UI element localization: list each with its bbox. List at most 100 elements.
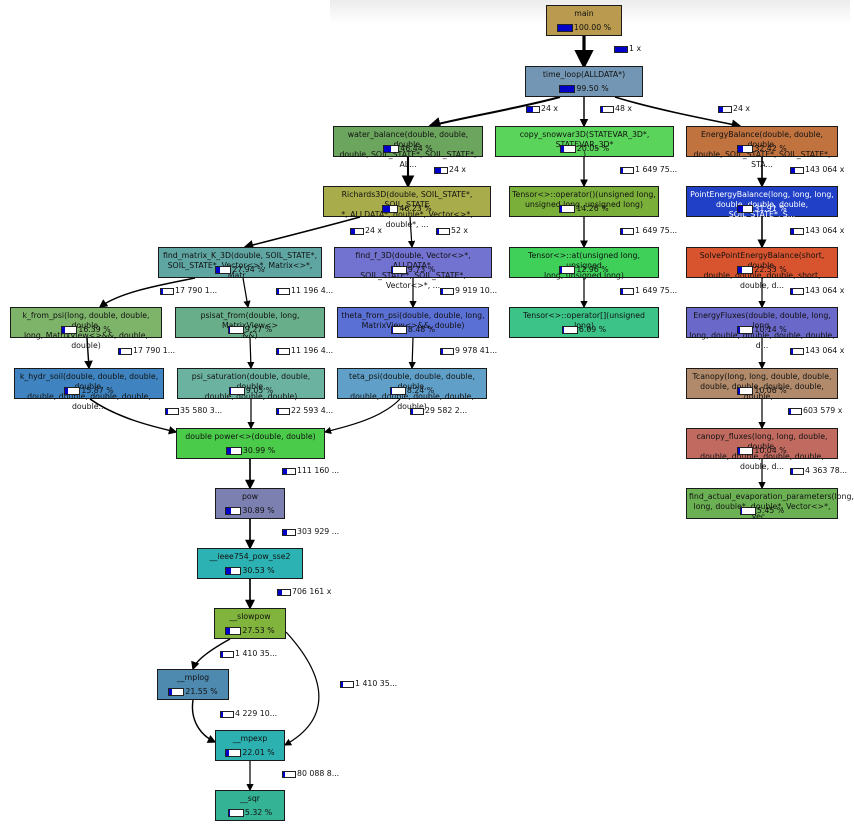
node-tensorat[interactable]: Tensor<>::at(unsigned long, unsigned lon… [509,247,659,280]
node-find-f-3d[interactable]: find_f_3D(double, Vector<>*, ALLDATA*, S… [334,247,492,290]
edge-call-count-text: 1 410 35... [235,649,278,658]
edge-call-count-text: 603 579 x [803,406,843,415]
node-inclusive-cost: 5.45 % [687,506,837,516]
edge-ratio-bar [220,710,234,718]
edge-call-count-text: 1 649 75... [635,165,678,174]
node-cost-bar [556,24,573,32]
node-inclusive-cost: 22.01 % [216,748,284,758]
node-cost-bar [390,266,407,274]
edge-ratio-bar [277,588,291,596]
node-pointenergybalance[interactable]: PointEnergyBalance(long, long, long, dou… [686,186,838,219]
node-solvepointenergybalance[interactable]: SolvePointEnergyBalance(short, double, d… [686,247,838,290]
node-canopy-fluxes[interactable]: canopy_fluxes(long, long, double, double… [686,428,838,471]
node-cost-bar [168,688,185,696]
node-inclusive-cost: 8.24 % [338,386,486,396]
edge-call-count: 706 161 x [277,587,331,597]
node-k-from-psi[interactable]: k_from_psi(long, double, double, double,… [10,307,162,350]
node-theta-from-psi[interactable]: theta_from_psi(double, double, long, Mat… [337,307,489,338]
node-cost-percent: 5.45 % [756,506,785,515]
node-inclusive-cost: 10.14 % [687,325,837,335]
node-cost-bar [559,266,576,274]
edge-k_hydr_soil-to-double_power [89,398,178,435]
node-richards3d[interactable]: Richards3D(double, SOIL_STATE*, SOIL_STA… [323,186,491,229]
node-cost-percent: 9.05 % [245,386,274,395]
edge-call-count: 24 x [718,104,750,114]
node-cost-percent: 22.01 % [242,748,275,757]
node-energyfluxes[interactable]: EnergyFluxes(double, double, long, long,… [686,307,838,350]
node-cost-bar [215,266,232,274]
edge-ratio-bar [620,166,634,174]
node-cost-percent: 32.42 % [754,144,787,153]
edge-ratio-bar [118,347,132,355]
node-teta-psi[interactable]: teta_psi(double, double, double, double,… [337,368,487,411]
node-copy-snowvar3d[interactable]: copy_snowvar3D(STATEVAR_3D*, STATEVAR_3D… [495,126,674,159]
node-inclusive-cost: 10.06 % [687,386,837,396]
node-cost-bar [739,507,756,515]
node-function-name: theta_from_psi(double, double, long, Mat… [341,311,485,330]
node-time-loop[interactable]: time_loop(ALLDATA*)99.50 % [525,66,643,97]
node-inclusive-cost: 8.48 % [338,325,488,335]
node-find-actual-evaporation-parameters[interactable]: find_actual_evaporation_parameters(long,… [686,488,854,521]
node-cost-percent: 12.96 % [576,265,609,274]
node-tensoropbracket[interactable]: Tensor<>::operator[](unsigned long)6.09 … [509,307,659,338]
node-k-hydr-soil[interactable]: k_hydr_soil(double, double, double, doub… [14,368,164,411]
node-inclusive-cost: 46.23 % [324,204,490,214]
edge-ratio-bar [282,770,296,778]
edge-ratio-bar [790,227,804,235]
node-cost-bar [227,809,244,817]
node-psi-saturation[interactable]: psi_saturation(double, double, double, d… [177,368,325,401]
edge-call-count-text: 80 088 8... [297,769,340,778]
edge-ratio-bar [434,166,448,174]
edge-call-count: 52 x [436,226,468,236]
edge-call-count-text: 143 064 x [805,226,845,235]
edge-call-count-text: 11 196 4... [291,286,334,295]
node-function-name: copy_snowvar3D(STATEVAR_3D*, STATEVAR_3D… [519,130,650,159]
edge-call-count-text: 17 790 1... [175,286,218,295]
edge-call-count-text: 4 229 10... [235,709,278,718]
edge-find_matrix_K_3D-to-psisat_from [242,277,251,309]
node-cost-percent: 27.53 % [242,626,275,635]
edge-call-count: 1 410 35... [220,649,277,659]
node-function-name: canopy_fluxes(long, long, double, double… [696,432,828,471]
node-cost-percent: 30.99 % [242,446,276,455]
edge-call-count: 9 919 10... [440,286,497,296]
node-psisat-from[interactable]: psisat_from(double, long, MatrixView<> &… [175,307,325,340]
node-double-power[interactable]: double power<>(double, double) 30.99 % [176,428,325,459]
node-inclusive-cost: 5.32 % [216,808,284,818]
edge-call-count-text: 9 978 41... [455,346,498,355]
edge-call-count-text: 143 064 x [805,165,845,174]
node-function-name: __mplog [176,673,210,682]
node-inclusive-cost: 6.09 % [510,325,658,335]
edge-call-count-text: 35 580 3... [180,406,223,415]
node-tensoropparen[interactable]: Tensor<>::operator()(unsigned long, unsi… [509,186,659,217]
node-function-name: Tcanopy(long, long, double, double, doub… [692,372,832,401]
edge-theta_from_psi-to-teta_psi [408,337,416,370]
node-function-name: main [574,9,594,18]
node-find-matrix-k-3d[interactable]: find_matrix_K_3D(double, SOIL_STATE*, SO… [158,247,322,280]
node-cost-percent: 27.94 % [232,265,265,274]
edge-call-count: 303 929 ... [282,527,339,537]
node-tcanopy[interactable]: Tcanopy(long, long, double, double, doub… [686,368,838,401]
edge-call-count-text: 303 929 ... [297,527,340,536]
node-function-name: double power<>(double, double) [185,432,316,441]
node-inclusive-cost: 12.96 % [510,265,658,275]
node-energybalance[interactable]: EnergyBalance(double, double, double, do… [686,126,838,169]
edge-call-count-text: 1 649 75... [635,226,678,235]
node-water-balance[interactable]: water_balance(double, double, double, do… [333,126,483,169]
node-function-name: PointEnergyBalance(long, long, long, dou… [690,190,834,219]
node-function-name: SolvePointEnergyBalance(short, double, d… [699,251,825,290]
node-function-name: teta_psi(double, double, double, double,… [349,372,475,411]
edge-mplog-to-mpexp [191,699,217,743]
node-function-name: find_matrix_K_3D(double, SOIL_STATE*, SO… [162,251,318,280]
node-function-name: k_from_psi(long, double, double, double,… [22,311,150,350]
node-cost-bar [737,387,754,395]
node-cost-bar [225,447,242,455]
node-function-name: EnergyFluxes(double, double, long, long,… [689,311,835,350]
